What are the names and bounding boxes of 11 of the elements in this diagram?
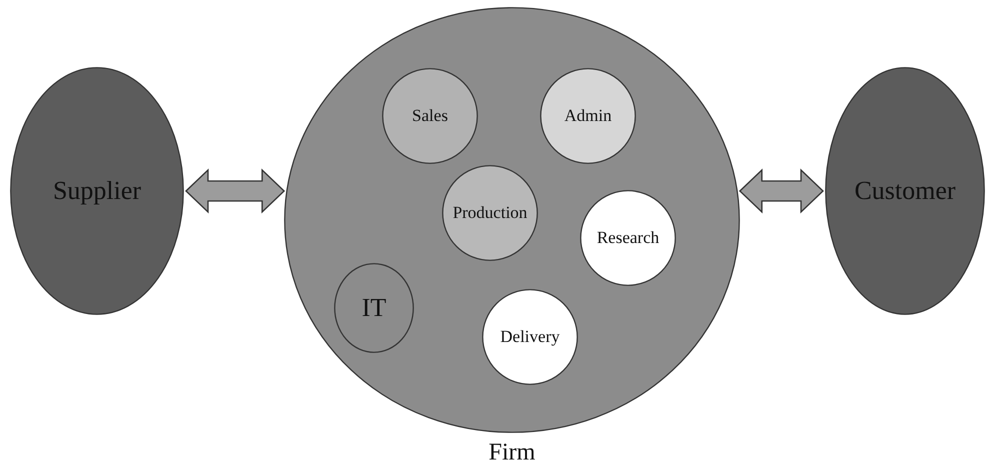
double-arrow	[738, 168, 824, 214]
node-label: Delivery	[500, 327, 560, 347]
node-label: Supplier	[52, 176, 142, 206]
node-label: Admin	[564, 106, 612, 126]
node-label: Production	[452, 203, 528, 223]
node-label: Customer	[854, 176, 956, 206]
node-label: Sales	[412, 106, 448, 126]
node-label: IT	[362, 293, 386, 323]
double-arrow	[185, 168, 286, 214]
node-label: Research	[596, 228, 660, 248]
node-label: Firm	[488, 440, 536, 466]
